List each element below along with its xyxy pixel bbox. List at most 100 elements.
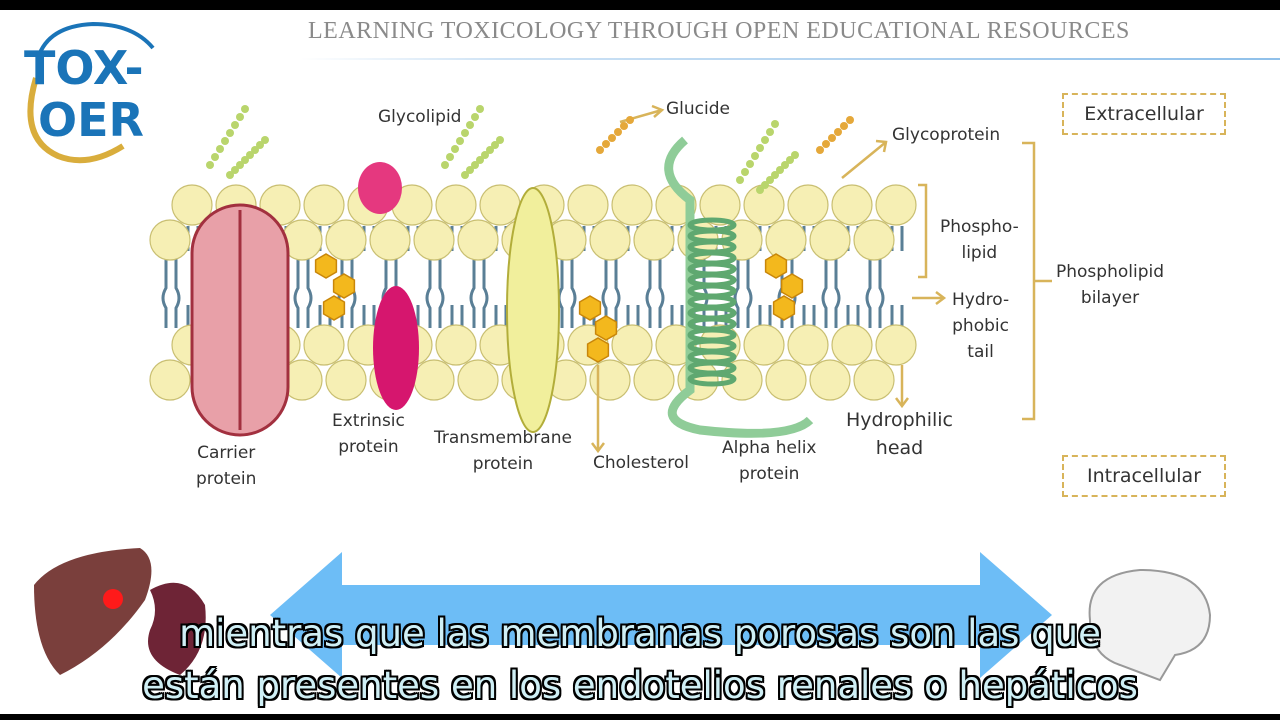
glycan-bead bbox=[761, 136, 769, 144]
tox-oer-logo: TOX- OER bbox=[24, 21, 155, 164]
glycan-bead bbox=[451, 145, 459, 153]
glycan-bead bbox=[226, 129, 234, 137]
phospholipid-head bbox=[435, 324, 477, 366]
phospholipid-head bbox=[413, 219, 455, 261]
glycan-bead bbox=[221, 137, 229, 145]
phospholipid-head bbox=[831, 184, 873, 226]
phospholipid-head bbox=[853, 359, 895, 401]
phospholipid-head bbox=[743, 184, 785, 226]
glycan-bead bbox=[746, 160, 754, 168]
phospholipid-head bbox=[875, 324, 917, 366]
label-alpha-helix-protein: Alpha helix protein bbox=[722, 438, 817, 484]
glycan-bead bbox=[751, 152, 759, 160]
phospholipid-head bbox=[699, 184, 741, 226]
phospholipid-head bbox=[303, 184, 345, 226]
phospholipid-head bbox=[875, 184, 917, 226]
arrow-label-poros: Poros bbox=[345, 552, 421, 585]
phospholipid-head bbox=[787, 184, 829, 226]
header-divider bbox=[300, 58, 1280, 60]
cholesterol-ring bbox=[586, 337, 610, 363]
cholesterol-ring bbox=[772, 295, 796, 321]
phospholipid-head bbox=[853, 219, 895, 261]
glycan-bead bbox=[466, 121, 474, 129]
phospholipid-head bbox=[589, 219, 631, 261]
glycolipid-protein bbox=[358, 162, 402, 214]
glycan-bead bbox=[471, 113, 479, 121]
label-glycolipid: Glycolipid bbox=[378, 107, 462, 127]
video-letterbox-top bbox=[0, 0, 1280, 10]
video-letterbox-bottom bbox=[0, 714, 1280, 720]
extracellular-box: Extracellular bbox=[1062, 93, 1226, 135]
extrinsic-protein-shape bbox=[373, 286, 419, 410]
glycan-bead bbox=[241, 105, 249, 113]
arrow-label-transporters: Transporters bbox=[538, 552, 713, 585]
phospholipid-head bbox=[325, 359, 367, 401]
brain-icon bbox=[1088, 568, 1212, 682]
phospholipid-head bbox=[809, 359, 851, 401]
glycan-bead bbox=[756, 144, 764, 152]
phospholipid-head bbox=[325, 219, 367, 261]
phospholipid-head bbox=[149, 359, 191, 401]
liver-icon bbox=[34, 548, 152, 675]
label-transmembrane-protein: Transmembrane protein bbox=[434, 428, 572, 474]
label-carrier-protein: Carrier protein bbox=[196, 443, 257, 489]
phospholipid-head bbox=[457, 359, 499, 401]
phospholipid-head bbox=[369, 219, 411, 261]
phospholipid-head bbox=[633, 219, 675, 261]
glycan-bead bbox=[461, 129, 469, 137]
phospholipid-head bbox=[457, 219, 499, 261]
label-glucide: Glucide bbox=[666, 99, 730, 119]
glycan-bead bbox=[441, 161, 449, 169]
phospholipid-head bbox=[743, 324, 785, 366]
intracellular-box: Intracellular bbox=[1062, 455, 1226, 497]
phospholipid-head bbox=[479, 184, 521, 226]
phospholipid-head bbox=[765, 219, 807, 261]
glycan-bead bbox=[446, 153, 454, 161]
phospholipid-head bbox=[413, 359, 455, 401]
subtitle-line-2: están presentes en los endotelios renale… bbox=[142, 664, 1138, 707]
label-hydrophilic-head: Hydrophilic head bbox=[846, 409, 953, 459]
glycan-bead bbox=[211, 153, 219, 161]
label-hydrophobic-tail: Hydro- phobic tail bbox=[952, 290, 1010, 362]
label-cholesterol: Cholesterol bbox=[593, 453, 689, 473]
phospholipid-head bbox=[149, 219, 191, 261]
phospholipid-head bbox=[589, 359, 631, 401]
phospholipid-head bbox=[809, 219, 851, 261]
phospholipid-head bbox=[611, 324, 653, 366]
cholesterol-ring bbox=[578, 295, 602, 321]
cholesterol-ring bbox=[322, 295, 346, 321]
permeability-arrow bbox=[270, 552, 1052, 678]
phospholipid-head bbox=[435, 184, 477, 226]
cholesterol-ring bbox=[780, 273, 804, 299]
glycan-bead bbox=[741, 168, 749, 176]
label-phospholipid: Phospho- lipid bbox=[940, 217, 1019, 263]
glycan-bead bbox=[206, 161, 214, 169]
page-title: LEARNING TOXICOLOGY THROUGH OPEN EDUCATI… bbox=[308, 18, 1130, 44]
svg-text:OER: OER bbox=[38, 93, 144, 147]
phospholipid-head bbox=[787, 324, 829, 366]
glycan-bead bbox=[231, 121, 239, 129]
phospholipid-head bbox=[831, 324, 873, 366]
glycan-bead bbox=[476, 105, 484, 113]
glycan-bead bbox=[456, 137, 464, 145]
label-extrinsic-protein: Extrinsic protein bbox=[332, 411, 405, 457]
glycan-bead bbox=[236, 113, 244, 121]
glycan-bead bbox=[736, 176, 744, 184]
label-glycoprotein: Glycoprotein bbox=[892, 125, 1001, 145]
kidney-icon bbox=[148, 582, 206, 675]
glycan-bead bbox=[766, 128, 774, 136]
phospholipid-head bbox=[303, 324, 345, 366]
phospholipid-head bbox=[765, 359, 807, 401]
phospholipid-head bbox=[611, 184, 653, 226]
svg-text:TOX-: TOX- bbox=[24, 41, 144, 95]
transmembrane-protein-shape bbox=[506, 187, 560, 433]
phospholipid-head bbox=[633, 359, 675, 401]
cholesterol-ring bbox=[764, 253, 788, 279]
cholesterol-ring bbox=[314, 253, 338, 279]
label-phospholipid-bilayer: Phospholipid bilayer bbox=[1056, 262, 1165, 308]
arrow-label-lipids: Lipids bbox=[882, 552, 964, 585]
phospholipid-head bbox=[171, 184, 213, 226]
glycan-bead bbox=[216, 145, 224, 153]
